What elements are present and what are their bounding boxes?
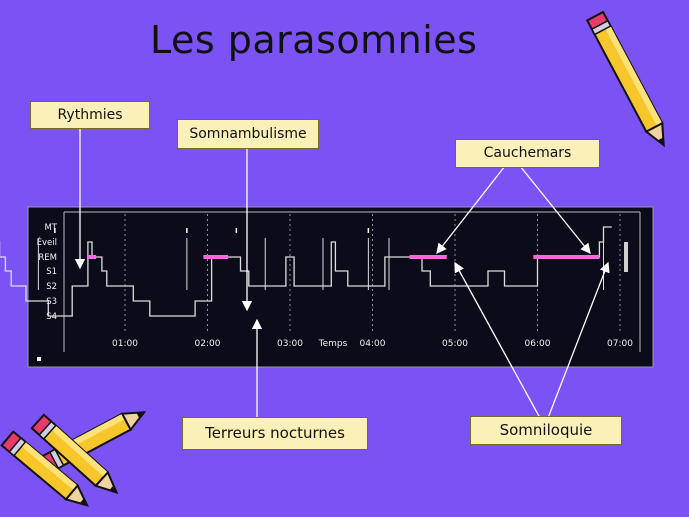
arrow-cauchemars-1 xyxy=(436,165,506,255)
time-axis-label: Temps xyxy=(318,339,348,349)
stage-label: S3 xyxy=(46,297,57,307)
stage-label: S1 xyxy=(46,267,57,277)
stage-label: S4 xyxy=(46,312,57,322)
stage-label: MT xyxy=(44,223,57,233)
pencil-icon-bottom-left-2 xyxy=(30,413,119,495)
arrow-somniloquie-2 xyxy=(547,261,610,419)
time-tick-label: 03:00 xyxy=(277,339,303,349)
wake-end-bar xyxy=(624,242,628,272)
pencil-icon-bottom-left-3 xyxy=(0,430,89,507)
time-tick-label: 04:00 xyxy=(360,339,386,349)
time-tick-label: 07:00 xyxy=(607,339,633,349)
slide-title: Les parasomnies xyxy=(150,18,478,62)
label-somnambulisme: Somnambulisme xyxy=(177,119,319,149)
corner-marker xyxy=(37,357,41,361)
arrow-somniloquie-1 xyxy=(454,261,541,419)
label-rythmies: Rythmies xyxy=(30,101,150,129)
label-terreurs-nocturnes: Terreurs nocturnes xyxy=(182,417,368,450)
time-tick-label: 05:00 xyxy=(442,339,468,349)
time-tick-label: 02:00 xyxy=(195,339,221,349)
arrow-cauchemars-2 xyxy=(519,165,591,255)
hypnogram-background xyxy=(27,206,654,368)
stage-label: S2 xyxy=(46,282,57,292)
time-tick-label: 06:00 xyxy=(525,339,551,349)
pencil-icon-top-right xyxy=(585,10,665,148)
label-cauchemars: Cauchemars xyxy=(455,139,600,168)
stage-label: REM xyxy=(38,253,57,263)
label-somniloquie: Somniloquie xyxy=(470,416,622,445)
time-tick-label: 01:00 xyxy=(112,339,138,349)
stage-label: Éveil xyxy=(37,236,57,248)
